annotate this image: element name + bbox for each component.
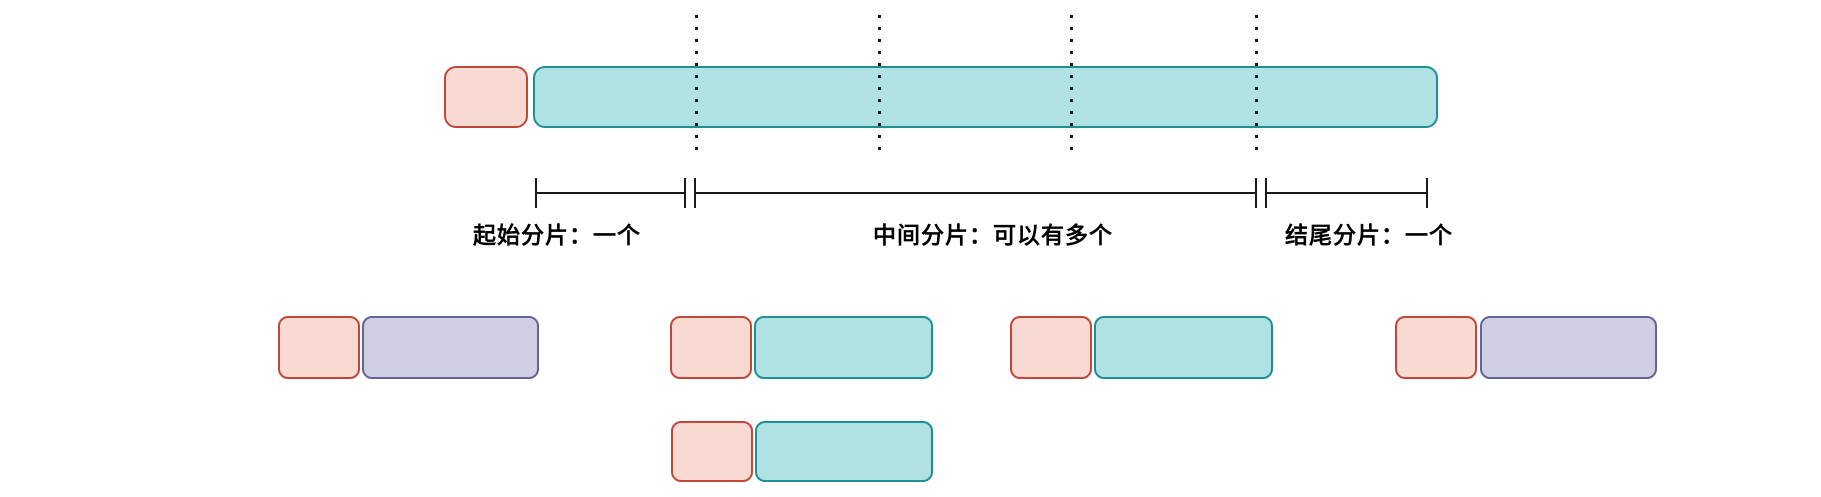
fragment-divider-dotted-line — [695, 15, 698, 159]
fragment-payload-box — [362, 316, 539, 379]
bracket-line — [535, 192, 686, 194]
fragment-header-box — [671, 421, 753, 482]
bracket-line — [694, 192, 1257, 194]
original-packet-payload-bar — [533, 66, 1438, 128]
label-start-fragment: 起始分片：一个 — [473, 222, 641, 248]
bracket-tick-icon — [1426, 178, 1428, 208]
fragment-payload-box — [1094, 316, 1273, 379]
section-bracket-end — [1265, 178, 1428, 208]
fragment-payload-box — [754, 316, 933, 379]
original-packet-header-box — [444, 66, 528, 128]
bracket-tick-icon — [1265, 178, 1267, 208]
section-bracket-start — [535, 178, 686, 208]
fragment-divider-dotted-line — [1255, 15, 1258, 159]
label-middle-fragment: 中间分片：可以有多个 — [873, 222, 1113, 248]
fragment-divider-dotted-line — [878, 15, 881, 159]
label-end-fragment: 结尾分片：一个 — [1285, 222, 1453, 248]
bracket-line — [1265, 192, 1428, 194]
fragment-payload-box — [755, 421, 933, 482]
bracket-tick-icon — [694, 178, 696, 208]
bracket-tick-icon — [535, 178, 537, 208]
fragment-header-box — [278, 316, 360, 379]
fragment-header-box — [1395, 316, 1477, 379]
bracket-tick-icon — [684, 178, 686, 208]
fragment-divider-dotted-line — [1070, 15, 1073, 159]
fragment-payload-box — [1480, 316, 1657, 379]
fragment-header-box — [670, 316, 752, 379]
section-bracket-middle — [694, 178, 1257, 208]
bracket-tick-icon — [1255, 178, 1257, 208]
fragment-header-box — [1010, 316, 1092, 379]
